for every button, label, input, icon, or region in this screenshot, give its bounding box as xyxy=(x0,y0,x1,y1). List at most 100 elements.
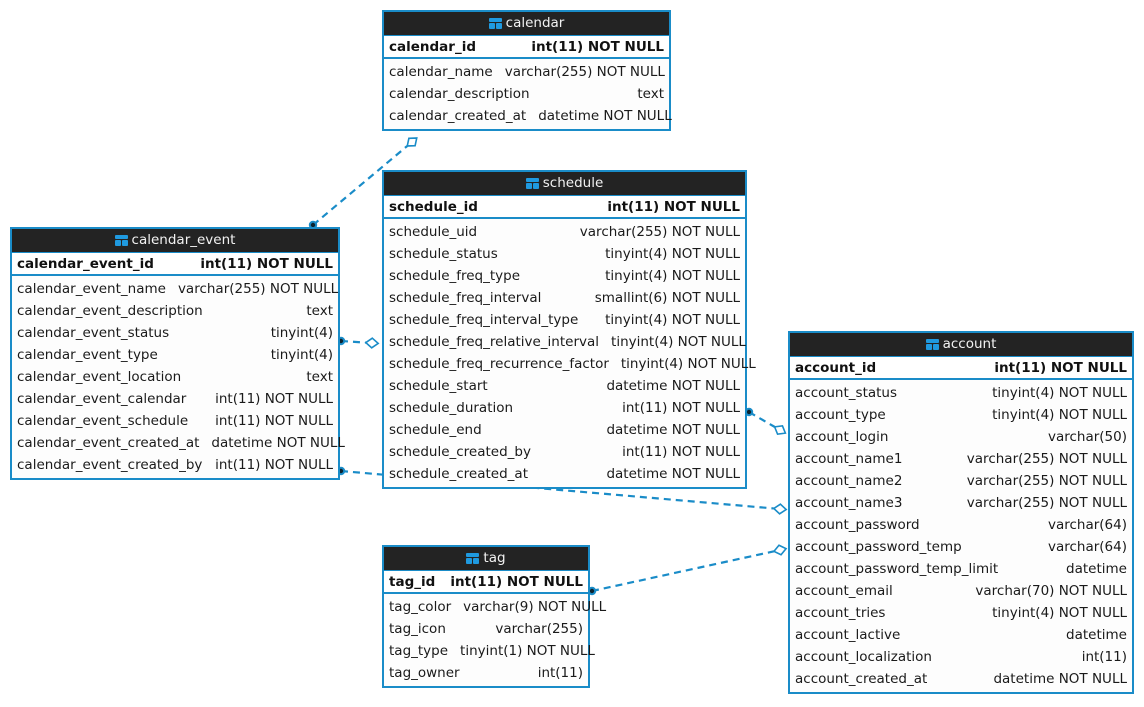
column-row[interactable]: account_lactive datetime xyxy=(790,624,1132,646)
column-row[interactable]: account_password_temp varchar(64) xyxy=(790,536,1132,558)
column-type: int(11) xyxy=(1081,649,1127,665)
column-type: tinyint(1) NOT NULL xyxy=(460,643,595,659)
column-row[interactable]: account_email varchar(70) NOT NULL xyxy=(790,580,1132,602)
table-header-tag[interactable]: tag xyxy=(384,547,588,570)
column-name: calendar_created_at xyxy=(389,108,527,124)
column-type: int(11) xyxy=(537,665,583,681)
column-type: varchar(70) NOT NULL xyxy=(975,583,1127,599)
column-type: tinyint(4) xyxy=(270,325,333,341)
column-type: int(11) NOT NULL xyxy=(607,198,740,215)
column-name: schedule_freq_type xyxy=(389,268,521,284)
column-name: account_email xyxy=(795,583,893,599)
relationship-target-diamond xyxy=(773,424,787,436)
column-name: calendar_description xyxy=(389,86,530,102)
column-name: account_localization xyxy=(795,649,932,665)
column-type: varchar(64) xyxy=(1047,517,1127,533)
table-header-calendar[interactable]: calendar xyxy=(384,12,669,35)
table-title: schedule xyxy=(542,175,604,191)
table-header-schedule[interactable]: schedule xyxy=(384,172,745,195)
column-name: account_password_temp xyxy=(795,539,962,555)
column-name: schedule_freq_interval xyxy=(389,290,542,306)
column-type: datetime xyxy=(1066,561,1127,577)
relationship-line xyxy=(591,550,775,593)
column-type: varchar(64) xyxy=(1047,539,1127,555)
column-name: calendar_event_schedule xyxy=(17,413,189,429)
column-type: datetime NOT NULL xyxy=(606,378,740,394)
column-type: datetime NOT NULL xyxy=(606,422,740,438)
table-header-calendar_event[interactable]: calendar_event xyxy=(12,229,338,252)
column-name: account_name1 xyxy=(795,451,903,467)
column-name: account_name3 xyxy=(795,495,903,511)
column-name: tag_color xyxy=(389,599,452,615)
column-row[interactable]: account_name1 varchar(255) NOT NULL xyxy=(790,448,1132,470)
column-name: account_lactive xyxy=(795,627,901,643)
column-type: varchar(255) NOT NULL xyxy=(966,473,1127,489)
table-icon xyxy=(525,178,539,189)
relationship-rel-schedule-account[interactable] xyxy=(744,407,788,437)
column-name: calendar_name xyxy=(389,64,493,80)
table-header-account[interactable]: account xyxy=(790,333,1132,356)
column-name: schedule_freq_interval_type xyxy=(389,312,579,328)
relationship-target-diamond xyxy=(406,137,418,147)
relationship-rel-tag-account[interactable] xyxy=(587,544,788,596)
column-row[interactable]: account_localization int(11) xyxy=(790,646,1132,668)
column-type: int(11) NOT NULL xyxy=(531,38,664,55)
relationship-rel-calendar-event-schedule[interactable] xyxy=(336,336,380,349)
column-name: calendar_event_id xyxy=(17,255,154,272)
table-title: account xyxy=(942,336,997,352)
column-type: varchar(255) NOT NULL xyxy=(966,451,1127,467)
column-name: calendar_event_type xyxy=(17,347,158,363)
column-type: datetime xyxy=(1066,627,1127,643)
column-type: datetime NOT NULL xyxy=(606,466,740,482)
column-name: schedule_freq_relative_interval xyxy=(389,334,600,350)
relationship-line xyxy=(748,411,776,428)
